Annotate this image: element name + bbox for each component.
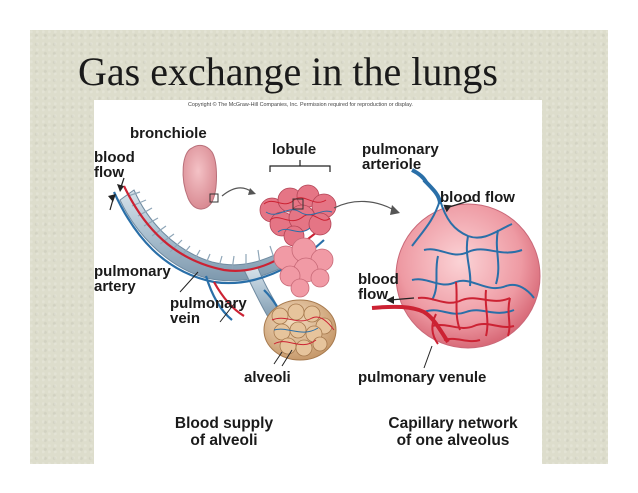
lobule-cluster [259,184,337,247]
label-pulmonary-venule: pulmonary venule [358,369,487,386]
label-pulmonary-arteriole-line1: pulmonary [362,141,439,158]
label-blood-flow-right-top: blood flow [440,189,515,206]
alveoli-cluster [263,299,337,361]
label-pulmonary-artery-line1: pulmonary [94,263,171,280]
diagram-artwork [108,144,541,369]
label-pulmonary-artery-line2: artery [94,278,136,295]
label-alveoli: alveoli [244,369,291,386]
slide: Gas exchange in the lungs [30,30,608,464]
caption-right-line1: Capillary network [388,415,518,432]
caption-left-line2: of alveoli [190,432,258,449]
label-blood-flow-left-line1: blood [94,149,135,166]
label-pulmonary-arteriole-line2: arteriole [362,156,422,173]
alveolus-capillary-network [371,168,541,349]
caption-right-line2: of one alveolus [396,432,510,449]
label-blood-flow-right-line1: blood [358,271,399,288]
lung-diagram: Copyright © The McGraw-Hill Companies, I… [94,100,542,464]
label-blood-flow-right-line2: flow [358,286,388,303]
label-bronchiole: bronchiole [130,125,207,142]
label-lobule: lobule [272,141,317,158]
slide-title: Gas exchange in the lungs [78,49,498,94]
label-blood-flow-left-line2: flow [94,164,124,181]
alveolar-sacs [273,237,334,298]
lung-icon [182,144,219,210]
label-pulmonary-vein-line1: pulmonary [170,295,247,312]
copyright-notice: Copyright © The McGraw-Hill Companies, I… [188,102,413,108]
label-pulmonary-vein-line2: vein [170,310,201,327]
caption-left-line1: Blood supply [174,415,274,432]
